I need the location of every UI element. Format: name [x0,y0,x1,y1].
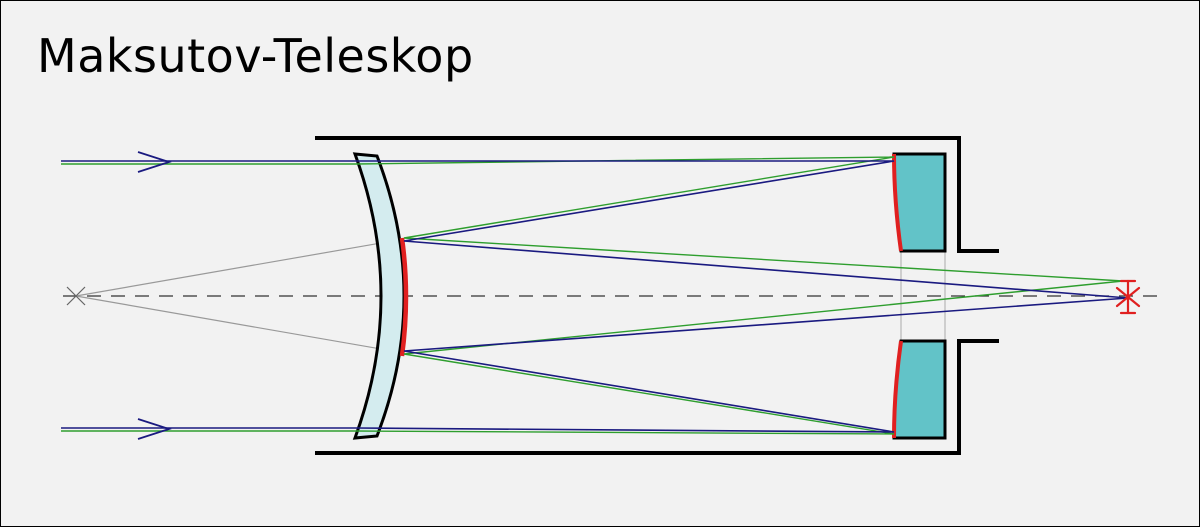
primary-coating-upper [892,153,903,252]
rays-green [61,156,1124,435]
telescope-tube [315,136,999,455]
focus-star-icon [1115,279,1141,315]
primary-coating-lower [892,340,903,439]
construction-lines [75,238,405,354]
primary-mirror-upper [892,152,947,253]
diagram-title: Maksutov-Teleskop [37,29,474,83]
rays-blue [61,160,1129,433]
secondary-mirror-spot [399,237,409,357]
arrow-icon [137,151,172,173]
central-hole-outline [900,251,946,341]
meniscus-corrector [352,152,406,440]
primary-mirror-lower [892,339,947,440]
virtual-focus-cross-icon [66,286,86,306]
arrow-icon [137,418,172,440]
